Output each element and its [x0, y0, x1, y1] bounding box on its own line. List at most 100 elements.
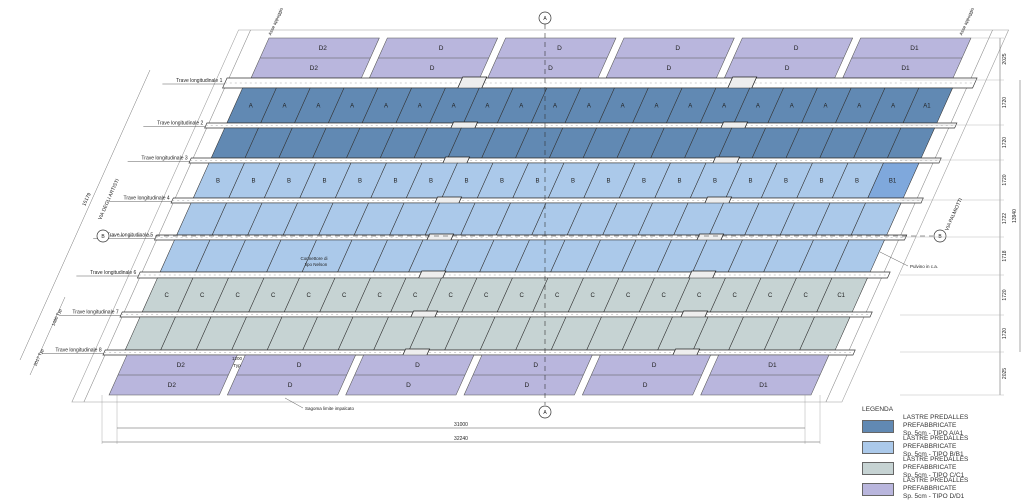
sagoma-leader — [284, 397, 304, 409]
section-marker-circle — [538, 405, 552, 419]
legend-title: LEGENDA — [862, 406, 894, 413]
pulvino-leader — [879, 251, 909, 267]
beam-label: Trave longitudinale 2 — [157, 121, 203, 127]
dimension-line-left-small — [29, 296, 66, 376]
legend-swatch — [862, 482, 894, 496]
dimension-line-left — [19, 69, 151, 361]
slab-label: C — [342, 293, 347, 299]
legend-line1: LASTRE PREDALLES PREFABBRICATE — [903, 414, 969, 429]
slab-label: A — [350, 104, 354, 110]
legend-line2: Sp. 5cm - TIPO A/A1 — [903, 430, 964, 437]
legend-line2: Sp. 5cm - TIPO C/C1 — [903, 472, 965, 479]
slab-label: C — [413, 293, 418, 299]
slab-label: D — [675, 45, 680, 52]
support-axis-left — [83, 30, 251, 402]
legend-swatch — [862, 440, 894, 454]
dimension-right-value: 1720 — [1002, 328, 1008, 339]
slab-label: D — [406, 382, 411, 389]
slab-label: B — [464, 179, 468, 185]
dimension-right-value: 1720 — [1002, 97, 1008, 108]
dimension-right-value: 2025 — [1002, 368, 1008, 379]
slab-label: B — [216, 179, 220, 185]
slab-label: D2 — [168, 382, 177, 389]
slab-label: D — [439, 45, 444, 52]
slab-label: A — [485, 104, 489, 110]
slab-label: C — [555, 293, 560, 299]
slab-label: C — [520, 293, 525, 299]
dimension-right-value: 2025 — [1002, 53, 1008, 64]
section-marker-b-right: B — [933, 229, 947, 243]
section-marker-label: A — [543, 16, 547, 22]
slab-label: A — [418, 104, 422, 110]
beam-label: Trave longitudinale 4 — [123, 196, 169, 202]
slab-label: C — [591, 293, 596, 299]
slab-label: D — [533, 362, 538, 369]
pulvino-label: Pulvino in c.a. — [910, 264, 938, 269]
dimension-right-value: 1722 — [1002, 213, 1008, 224]
sagoma-label: Sagoma limite impalcato — [305, 406, 355, 411]
street-label-right: VIA PALMIOTTI — [944, 197, 964, 232]
slab-label: D — [297, 362, 302, 369]
dimension-bottom-outer: 32240 — [454, 436, 468, 442]
slab-label: D2 — [177, 362, 186, 369]
slab-label: C — [733, 293, 738, 299]
dimension-bottom-inner: 31000 — [454, 422, 468, 428]
slab-label: D — [548, 65, 553, 72]
slab-label: C — [449, 293, 454, 299]
slab-label: A — [249, 104, 253, 110]
slab-label: D1 — [759, 382, 768, 389]
beam-label: Trave longitudinale 6 — [90, 270, 136, 276]
beam-label: Trave longitudinale 3 — [141, 156, 187, 162]
slab-label: C — [307, 293, 312, 299]
dimension-right-total: 13940 — [1012, 209, 1018, 223]
legend-swatch — [862, 461, 894, 475]
dimension-right-value: 1718 — [1002, 250, 1008, 261]
beam-label: Trave longitudinale 1 — [176, 78, 222, 84]
section-marker-circle — [933, 229, 947, 243]
street-label-left: VIA DEGLI ARTISTI — [97, 178, 121, 221]
connector-label: Connettore di — [300, 256, 327, 261]
dimension-left-small: 2017 Typ — [33, 348, 45, 367]
slab-label: B — [322, 179, 326, 185]
slab-label: B1 — [889, 179, 897, 185]
slab-label: C — [626, 293, 631, 299]
slab-label: A — [891, 104, 895, 110]
support-axis-label-left: Asse appoggio — [267, 6, 284, 36]
connector-label: tipo Nelson — [305, 262, 328, 267]
section-marker-a-bottom: A — [538, 405, 552, 419]
slab-label: D — [557, 45, 562, 52]
slab-label: B — [535, 179, 539, 185]
slab-label: B — [713, 179, 717, 185]
slab-label: D — [430, 65, 435, 72]
slab-label: D — [666, 65, 671, 72]
slab-label: B — [855, 179, 859, 185]
beam-label: Trave longitudinale 7 — [72, 310, 118, 316]
slab-label: D2 — [319, 45, 328, 52]
dimension-right-value: 1720 — [1002, 289, 1008, 300]
legend-line2: Sp. 5cm - TIPO B/B1 — [903, 451, 964, 458]
section-marker-b-left: B — [96, 229, 110, 243]
slab-label: D1 — [768, 362, 777, 369]
slab-label: B — [358, 179, 362, 185]
section-marker-circle — [538, 11, 552, 25]
beam-label: Trave longitudinale 8 — [55, 348, 101, 354]
support-axis-label-right: Asse appoggio — [958, 6, 975, 36]
slab-label: B — [393, 179, 397, 185]
slab-label: A — [519, 104, 523, 110]
slab-label: A — [688, 104, 692, 110]
slab-label: A — [756, 104, 760, 110]
slab-label: C — [271, 293, 276, 299]
slab-label: A1 — [923, 104, 931, 110]
slab-label: A — [654, 104, 658, 110]
slab-label: B — [606, 179, 610, 185]
typ-width-label: Typ — [233, 363, 241, 368]
slab-label: D — [785, 65, 790, 72]
slab-label: D — [415, 362, 420, 369]
legend-line1: LASTRE PREDALLES PREFABBRICATE — [903, 477, 969, 492]
slab-label: B — [571, 179, 575, 185]
section-marker-a-top: A — [538, 11, 552, 25]
slab-label: C — [662, 293, 667, 299]
legend-line1: LASTRE PREDALLES PREFABBRICATE — [903, 435, 969, 450]
